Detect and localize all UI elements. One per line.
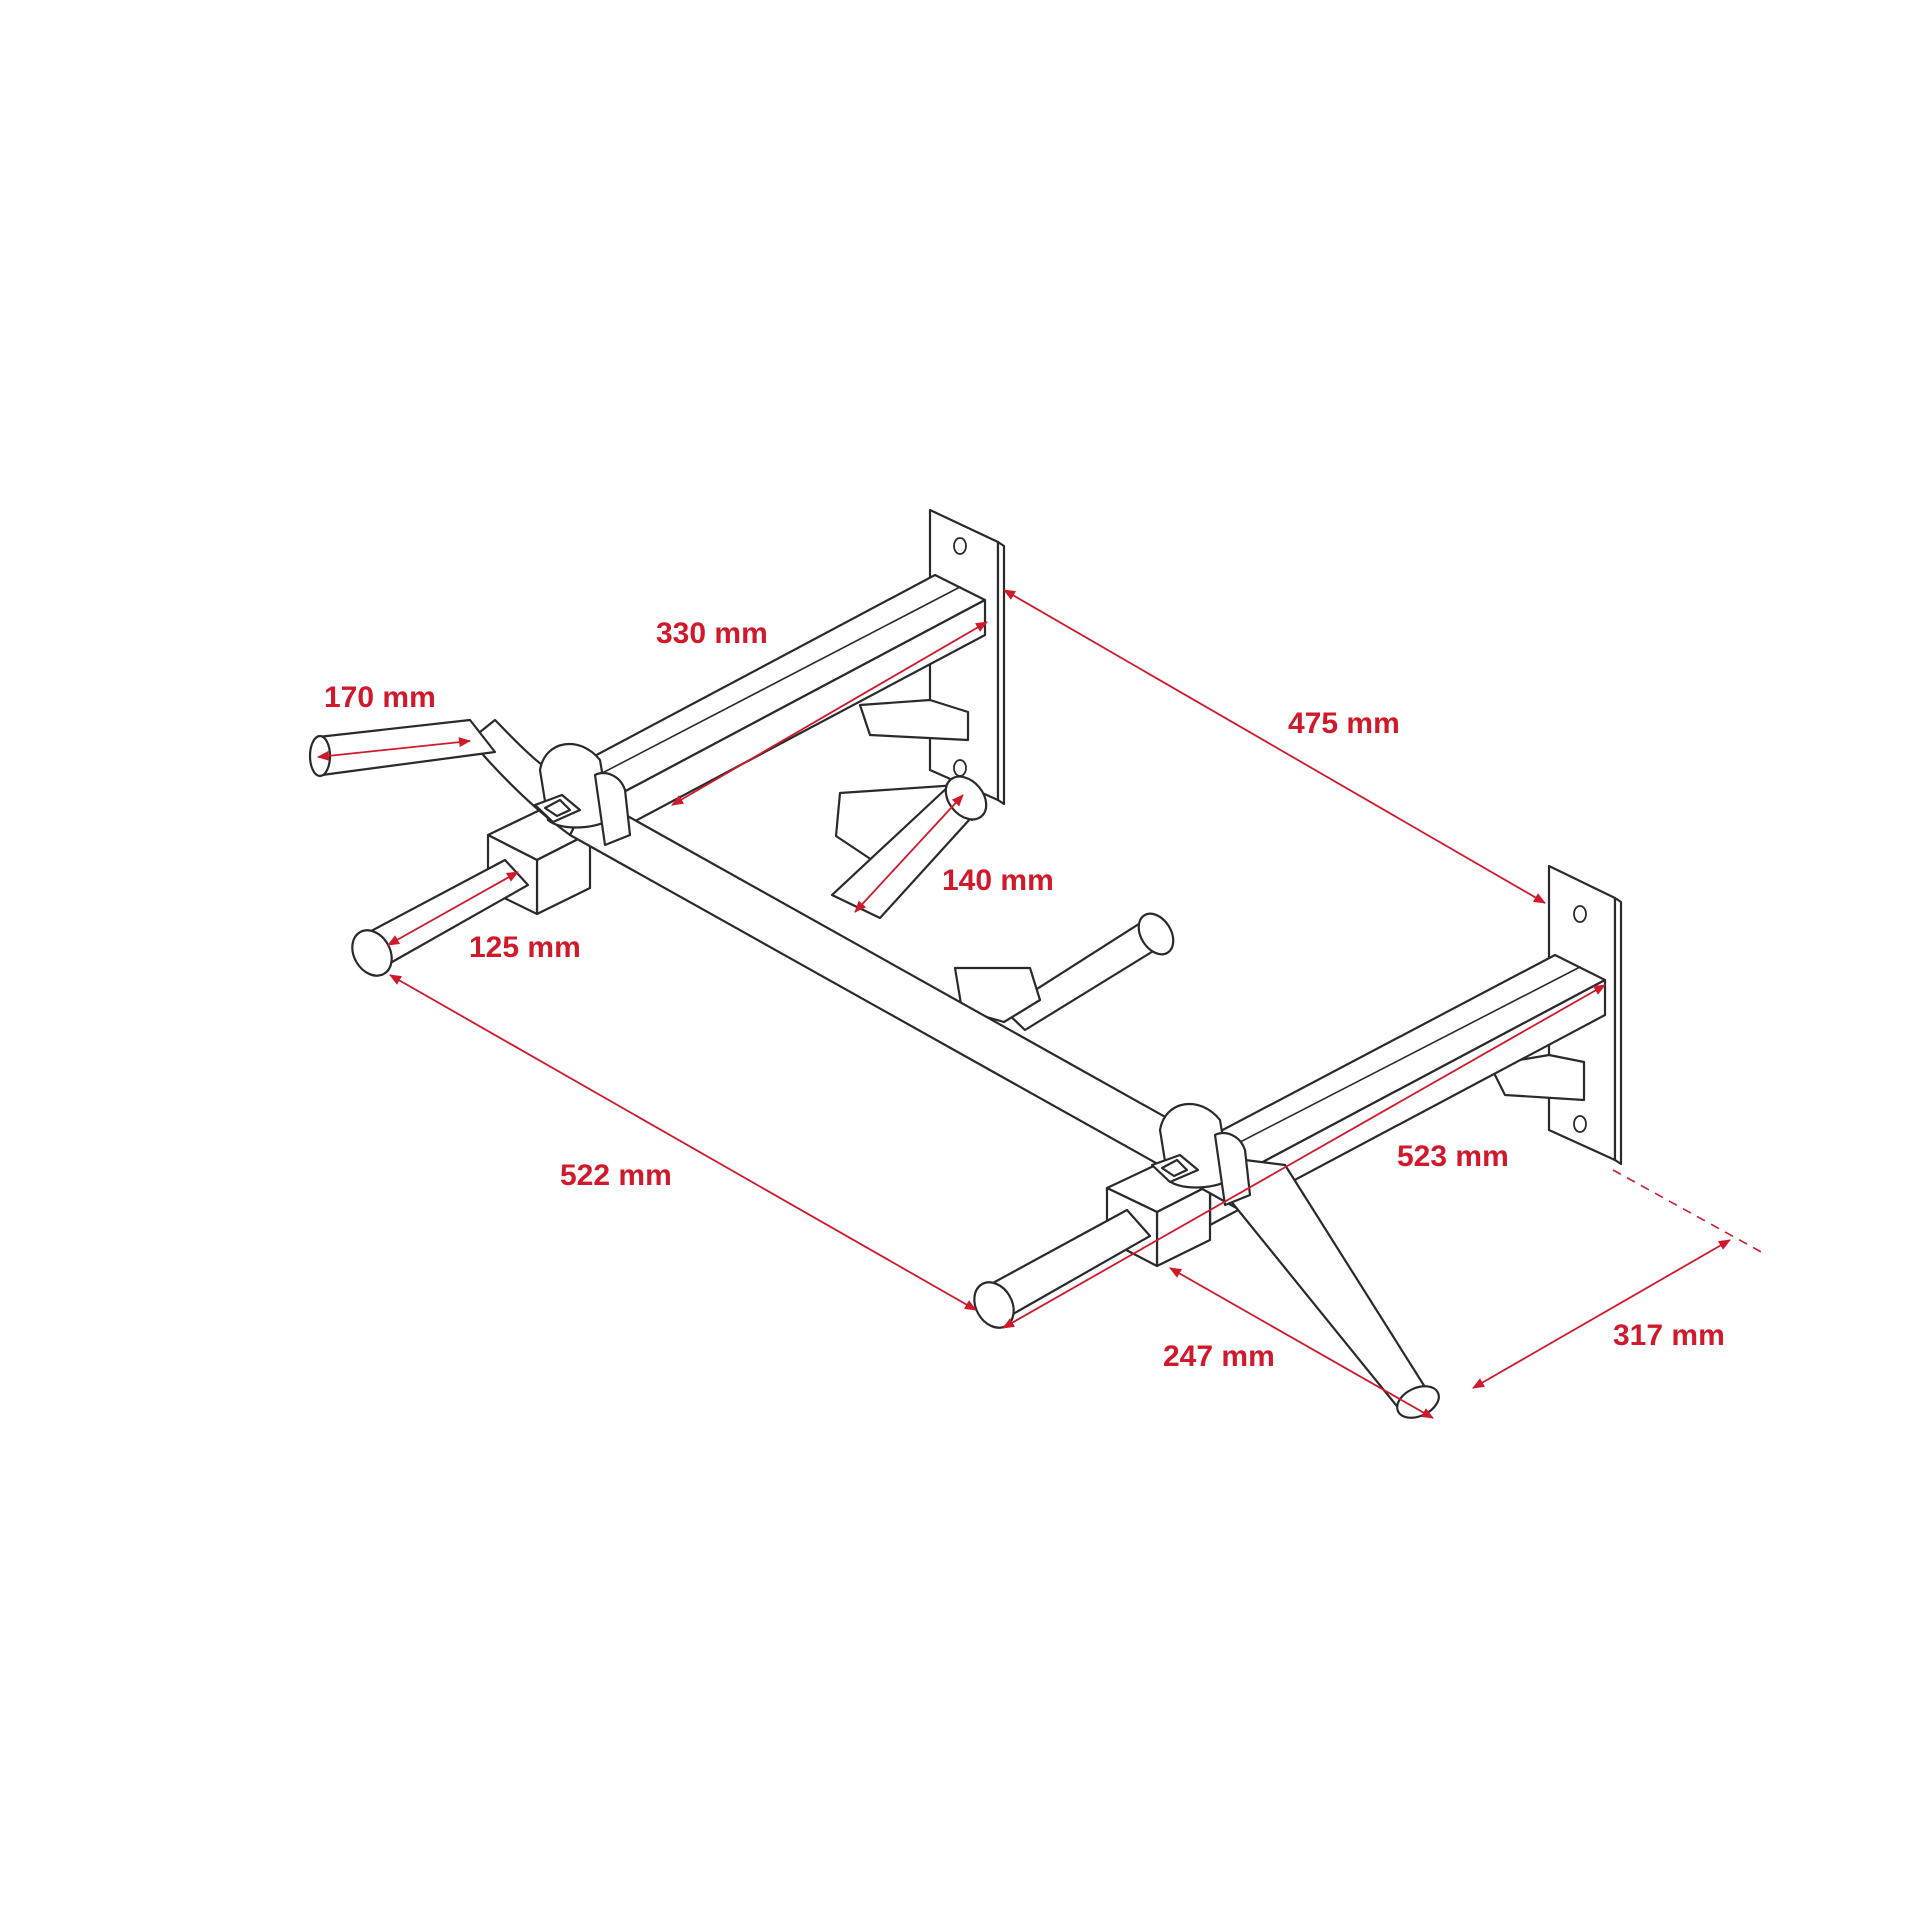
dim-line-317: [1472, 1239, 1731, 1389]
label-317: 317 mm: [1613, 1319, 1725, 1352]
front-handle-left: [351, 858, 530, 977]
label-170: 170 mm: [324, 681, 436, 714]
label-523: 523 mm: [1397, 1140, 1509, 1173]
dimension-lines: [317, 589, 1766, 1419]
dim-line-523: [1002, 984, 1606, 1329]
front-handle-right: [973, 1208, 1152, 1329]
label-140: 140 mm: [942, 864, 1054, 897]
dim-line-330: [671, 621, 988, 806]
clamp-left: [533, 742, 632, 847]
dim-line-247: [1169, 1267, 1434, 1419]
dim-line-522: [389, 974, 977, 1311]
dim-line-475: [1003, 589, 1546, 904]
label-125: 125 mm: [469, 931, 581, 964]
label-522: 522 mm: [560, 1159, 672, 1192]
gusset-left: [858, 698, 970, 742]
label-475: 475 mm: [1288, 707, 1400, 740]
label-330: 330 mm: [656, 617, 768, 650]
rear-handle-lower: [953, 912, 1175, 1032]
dimension-labels: 170 mm 330 mm 475 mm 140 mm 125 mm 522 m…: [324, 617, 1725, 1373]
dim-line-170: [317, 737, 471, 761]
extension-line-317: [1612, 1169, 1766, 1255]
dim-line-140: [854, 794, 964, 913]
label-247: 247 mm: [1163, 1340, 1275, 1373]
dim-line-125: [387, 871, 519, 946]
